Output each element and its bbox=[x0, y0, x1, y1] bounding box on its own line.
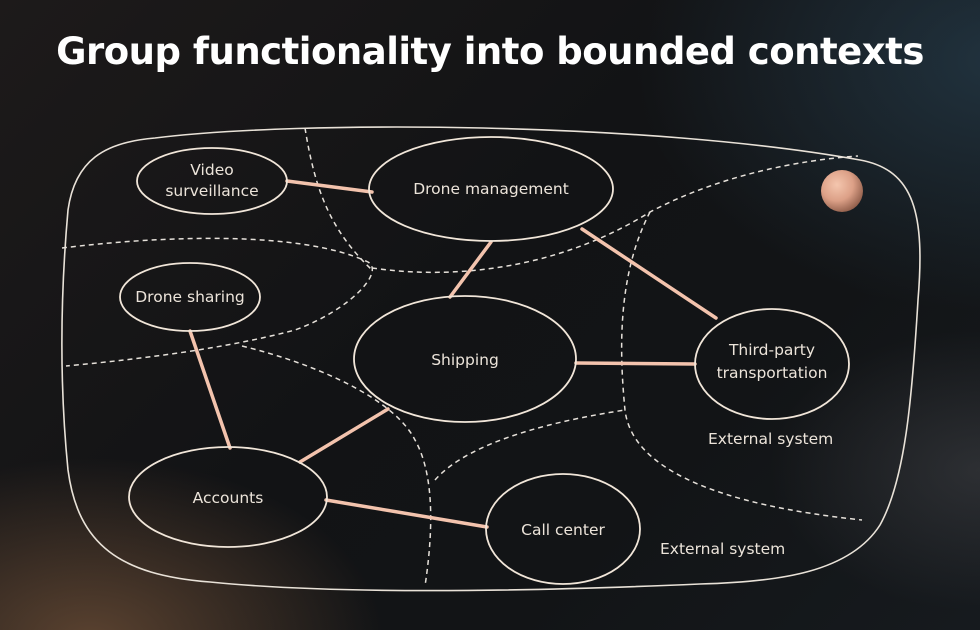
node-shape bbox=[694, 308, 850, 420]
external-system-label: External system bbox=[708, 430, 833, 448]
node-drone-management: Drone management bbox=[368, 136, 614, 242]
node-label: Video bbox=[190, 161, 233, 179]
context-boundary bbox=[434, 409, 626, 481]
page-title: Group functionality into bounded context… bbox=[56, 30, 924, 73]
context-boundary bbox=[620, 211, 863, 521]
node-shape bbox=[136, 147, 288, 215]
node-video-surveillance: Video surveillance bbox=[136, 147, 288, 215]
node-label: Shipping bbox=[431, 351, 499, 369]
node-shape bbox=[353, 295, 577, 423]
node-label: Third-party bbox=[728, 341, 815, 359]
context-boundaries bbox=[61, 127, 863, 587]
planet-decoration bbox=[821, 170, 863, 212]
context-boundary bbox=[61, 237, 374, 367]
external-system-label: External system bbox=[660, 540, 785, 558]
node-shape bbox=[119, 262, 261, 332]
context-boundary bbox=[371, 155, 859, 274]
context-boundary bbox=[241, 345, 432, 587]
node-shape bbox=[368, 136, 614, 242]
node-call-center: Call center bbox=[485, 473, 641, 585]
node-shipping: Shipping bbox=[353, 295, 577, 423]
relation-shipping-third-party bbox=[574, 361, 697, 366]
relation-video-drone-management bbox=[285, 179, 374, 194]
node-third-party-transportation: Third-party transportation bbox=[694, 308, 850, 420]
node-accounts: Accounts bbox=[128, 446, 328, 548]
relation-shipping-accounts bbox=[298, 407, 390, 464]
system-boundary bbox=[61, 126, 921, 592]
relation-drone-sharing-accounts bbox=[188, 329, 232, 450]
relation-drone-management-third-party bbox=[580, 227, 718, 320]
context-boundary bbox=[304, 127, 373, 271]
node-shape bbox=[485, 473, 641, 585]
node-label: Call center bbox=[521, 521, 605, 539]
node-drone-sharing: Drone sharing bbox=[119, 262, 261, 332]
node-shape bbox=[128, 446, 328, 548]
relation-drone-management-shipping bbox=[448, 240, 493, 299]
relation-accounts-call-center bbox=[324, 498, 489, 529]
node-label: Accounts bbox=[193, 489, 264, 507]
node-label: Drone sharing bbox=[135, 288, 244, 306]
relations bbox=[188, 179, 718, 529]
node-label: transportation bbox=[717, 364, 828, 382]
node-label: surveillance bbox=[165, 182, 258, 200]
node-label: Drone management bbox=[413, 180, 569, 198]
